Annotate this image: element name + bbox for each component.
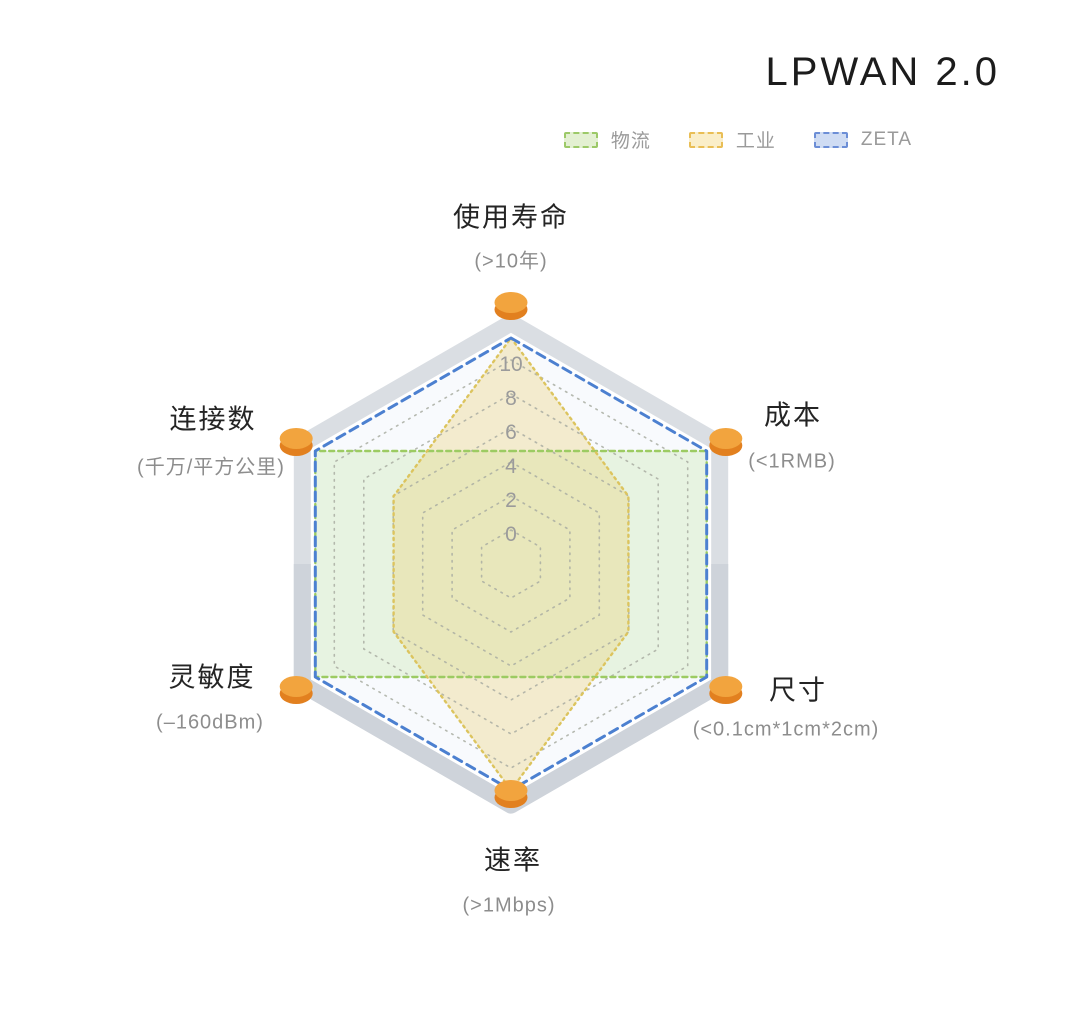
legend-item-ZETA[interactable]: ZETA [813, 128, 912, 151]
vertex-marker-0 [494, 292, 528, 320]
axis-label-连接数: 连接数 [169, 404, 257, 435]
vertex-marker-2 [709, 676, 743, 704]
series-fill-物流 [315, 451, 707, 677]
grid-ring-2 [451, 495, 571, 633]
legend-item-工业[interactable]: 工业 [688, 126, 776, 153]
grid-ring-0 [480, 529, 542, 599]
axis-sublabel-连接数: (千万/平方公里) [137, 456, 285, 479]
tick-label-4: 4 [505, 455, 517, 478]
tick-label-6: 6 [505, 421, 517, 444]
legend-item-物流[interactable]: 物流 [563, 126, 651, 153]
axis-label-速率: 速率 [484, 845, 542, 876]
grid-ring-10 [333, 359, 689, 769]
vertex-marker-1 [709, 428, 743, 456]
tick-label-10: 10 [499, 353, 522, 376]
grid-ring-8 [362, 393, 660, 735]
axis-sublabel-速率: (>1Mbps) [462, 894, 556, 917]
vertex-marker-4 [279, 676, 313, 704]
tick-label-2: 2 [505, 489, 517, 512]
axis-sublabel-成本: (<1RMB) [748, 450, 836, 473]
tick-label-8: 8 [505, 387, 517, 410]
axis-label-成本: 成本 [764, 400, 822, 431]
tick-label-0: 0 [505, 523, 517, 546]
legend-label: 工业 [735, 131, 776, 152]
axis-label-使用寿命: 使用寿命 [453, 202, 569, 233]
axis-label-尺寸: 尺寸 [769, 675, 827, 706]
legend-swatch-icon [813, 131, 848, 148]
legend: 物流 工业 ZETA [563, 126, 912, 153]
vertex-marker-5 [279, 428, 313, 456]
axis-sublabel-灵敏度: (–160dBm) [156, 711, 264, 734]
legend-swatch-icon [563, 131, 598, 148]
legend-label: ZETA [860, 128, 912, 150]
vertex-marker-3 [494, 780, 528, 808]
axis-sublabel-尺寸: (<0.1cm*1cm*2cm) [692, 718, 880, 741]
axis-sublabel-使用寿命: (>10年) [474, 250, 548, 273]
legend-swatch-icon [688, 131, 723, 148]
legend-label: 物流 [610, 131, 651, 152]
chart-title: LPWAN 2.0 [765, 50, 1000, 94]
axis-label-灵敏度: 灵敏度 [168, 662, 256, 693]
